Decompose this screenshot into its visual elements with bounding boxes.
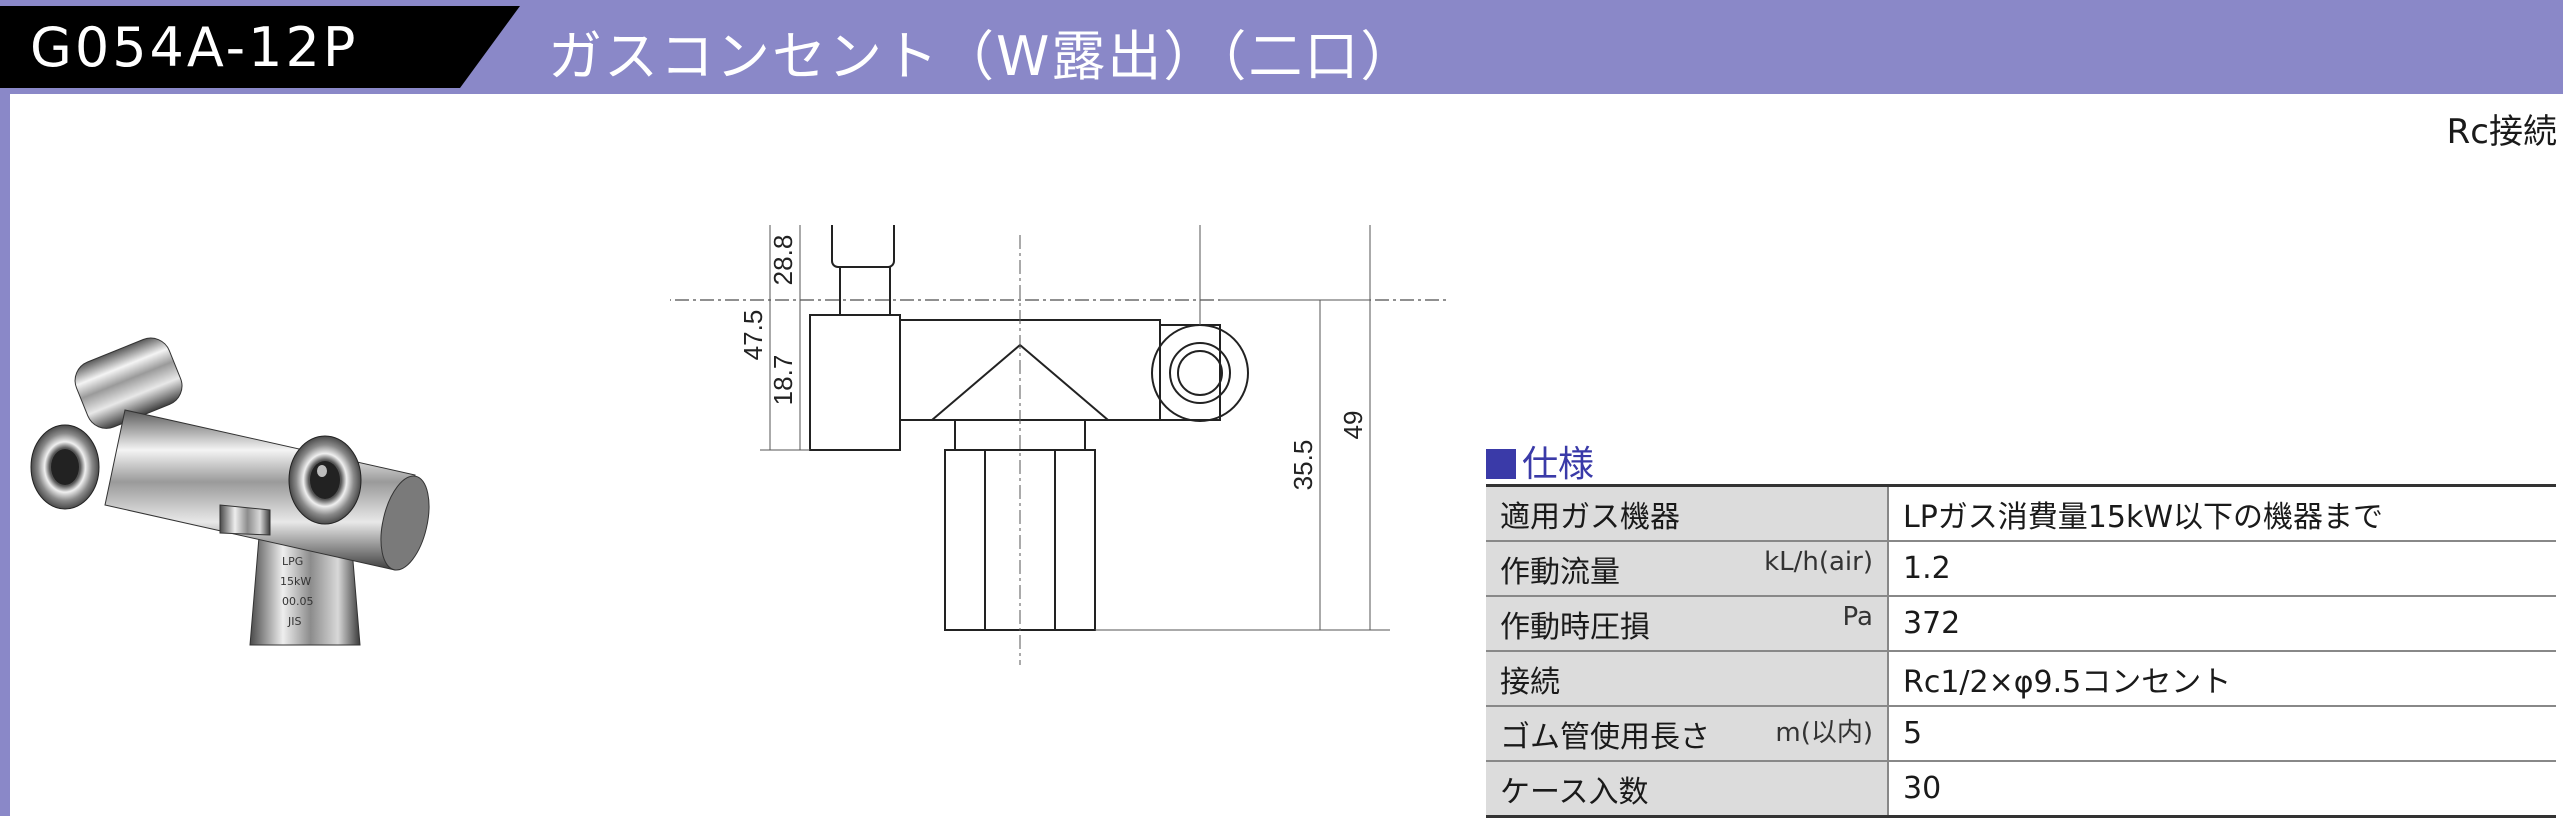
header-bar: G054A-12P ガスコンセント（W露出）（二口） bbox=[0, 0, 2563, 94]
spec-value: 1.2 bbox=[1888, 541, 2556, 597]
spec-label: ケース入数 bbox=[1500, 774, 1649, 810]
table-row: 作動時圧損 Pa 372 bbox=[1486, 596, 2556, 652]
svg-text:LPG: LPG bbox=[282, 555, 303, 568]
spec-square-icon bbox=[1486, 449, 1516, 479]
spec-title: 仕様 bbox=[1486, 435, 1594, 487]
product-code-box: G054A-12P bbox=[0, 6, 520, 88]
spec-unit: m(以内) bbox=[1775, 717, 1873, 748]
spec-label: 適用ガス機器 bbox=[1500, 499, 1680, 535]
svg-text:15kW: 15kW bbox=[280, 575, 311, 588]
spec-label: ゴム管使用長さ bbox=[1500, 719, 1710, 755]
product-code: G054A-12P bbox=[30, 16, 359, 79]
dim-right-total: 49 bbox=[1338, 411, 1368, 440]
table-row: ゴム管使用長さ m(以内) 5 bbox=[1486, 706, 2556, 762]
svg-text:00.05: 00.05 bbox=[282, 595, 314, 608]
product-title: ガスコンセント（W露出）（二口） bbox=[548, 25, 1417, 88]
spec-value: 30 bbox=[1888, 761, 2556, 818]
spec-unit: Pa bbox=[1842, 601, 1873, 632]
table-row: 作動流量 kL/h(air) 1.2 bbox=[1486, 541, 2556, 597]
connection-note: Rc接続 bbox=[2446, 112, 2557, 152]
spec-unit: kL/h(air) bbox=[1764, 546, 1873, 577]
spec-value: 372 bbox=[1888, 596, 2556, 652]
dim-height-total: 47.5 bbox=[738, 310, 768, 361]
technical-drawing: 75 47.5 28.8 18.7 35.5 49 bbox=[670, 225, 1450, 665]
table-row: 接続 Rc1/2×φ9.5コンセント bbox=[1486, 651, 2556, 707]
dim-upper: 28.8 bbox=[768, 235, 798, 286]
table-row: ケース入数 30 bbox=[1486, 761, 2556, 818]
spec-value: 5 bbox=[1888, 706, 2556, 762]
table-row: 適用ガス機器 LPガス消費量15kW以下の機器まで bbox=[1486, 484, 2556, 542]
spec-label: 作動流量 bbox=[1500, 554, 1620, 590]
dim-right-inner: 35.5 bbox=[1288, 440, 1318, 491]
spec-label: 作動時圧損 bbox=[1500, 609, 1650, 645]
spec-label: 接続 bbox=[1500, 664, 1560, 700]
left-accent-bar bbox=[0, 94, 10, 816]
dim-lower: 18.7 bbox=[768, 355, 798, 406]
svg-text:JIS: JIS bbox=[287, 615, 301, 628]
product-marking: LPG 15kW 00.05 JIS bbox=[280, 555, 314, 628]
spec-value: LPガス消費量15kW以下の機器まで bbox=[1888, 484, 2556, 542]
spec-value: Rc1/2×φ9.5コンセント bbox=[1888, 651, 2556, 707]
spec-table: 適用ガス機器 LPガス消費量15kW以下の機器まで 作動流量 kL/h(air) … bbox=[1486, 484, 2556, 818]
product-photo: LPG 15kW 00.05 JIS bbox=[30, 337, 430, 646]
